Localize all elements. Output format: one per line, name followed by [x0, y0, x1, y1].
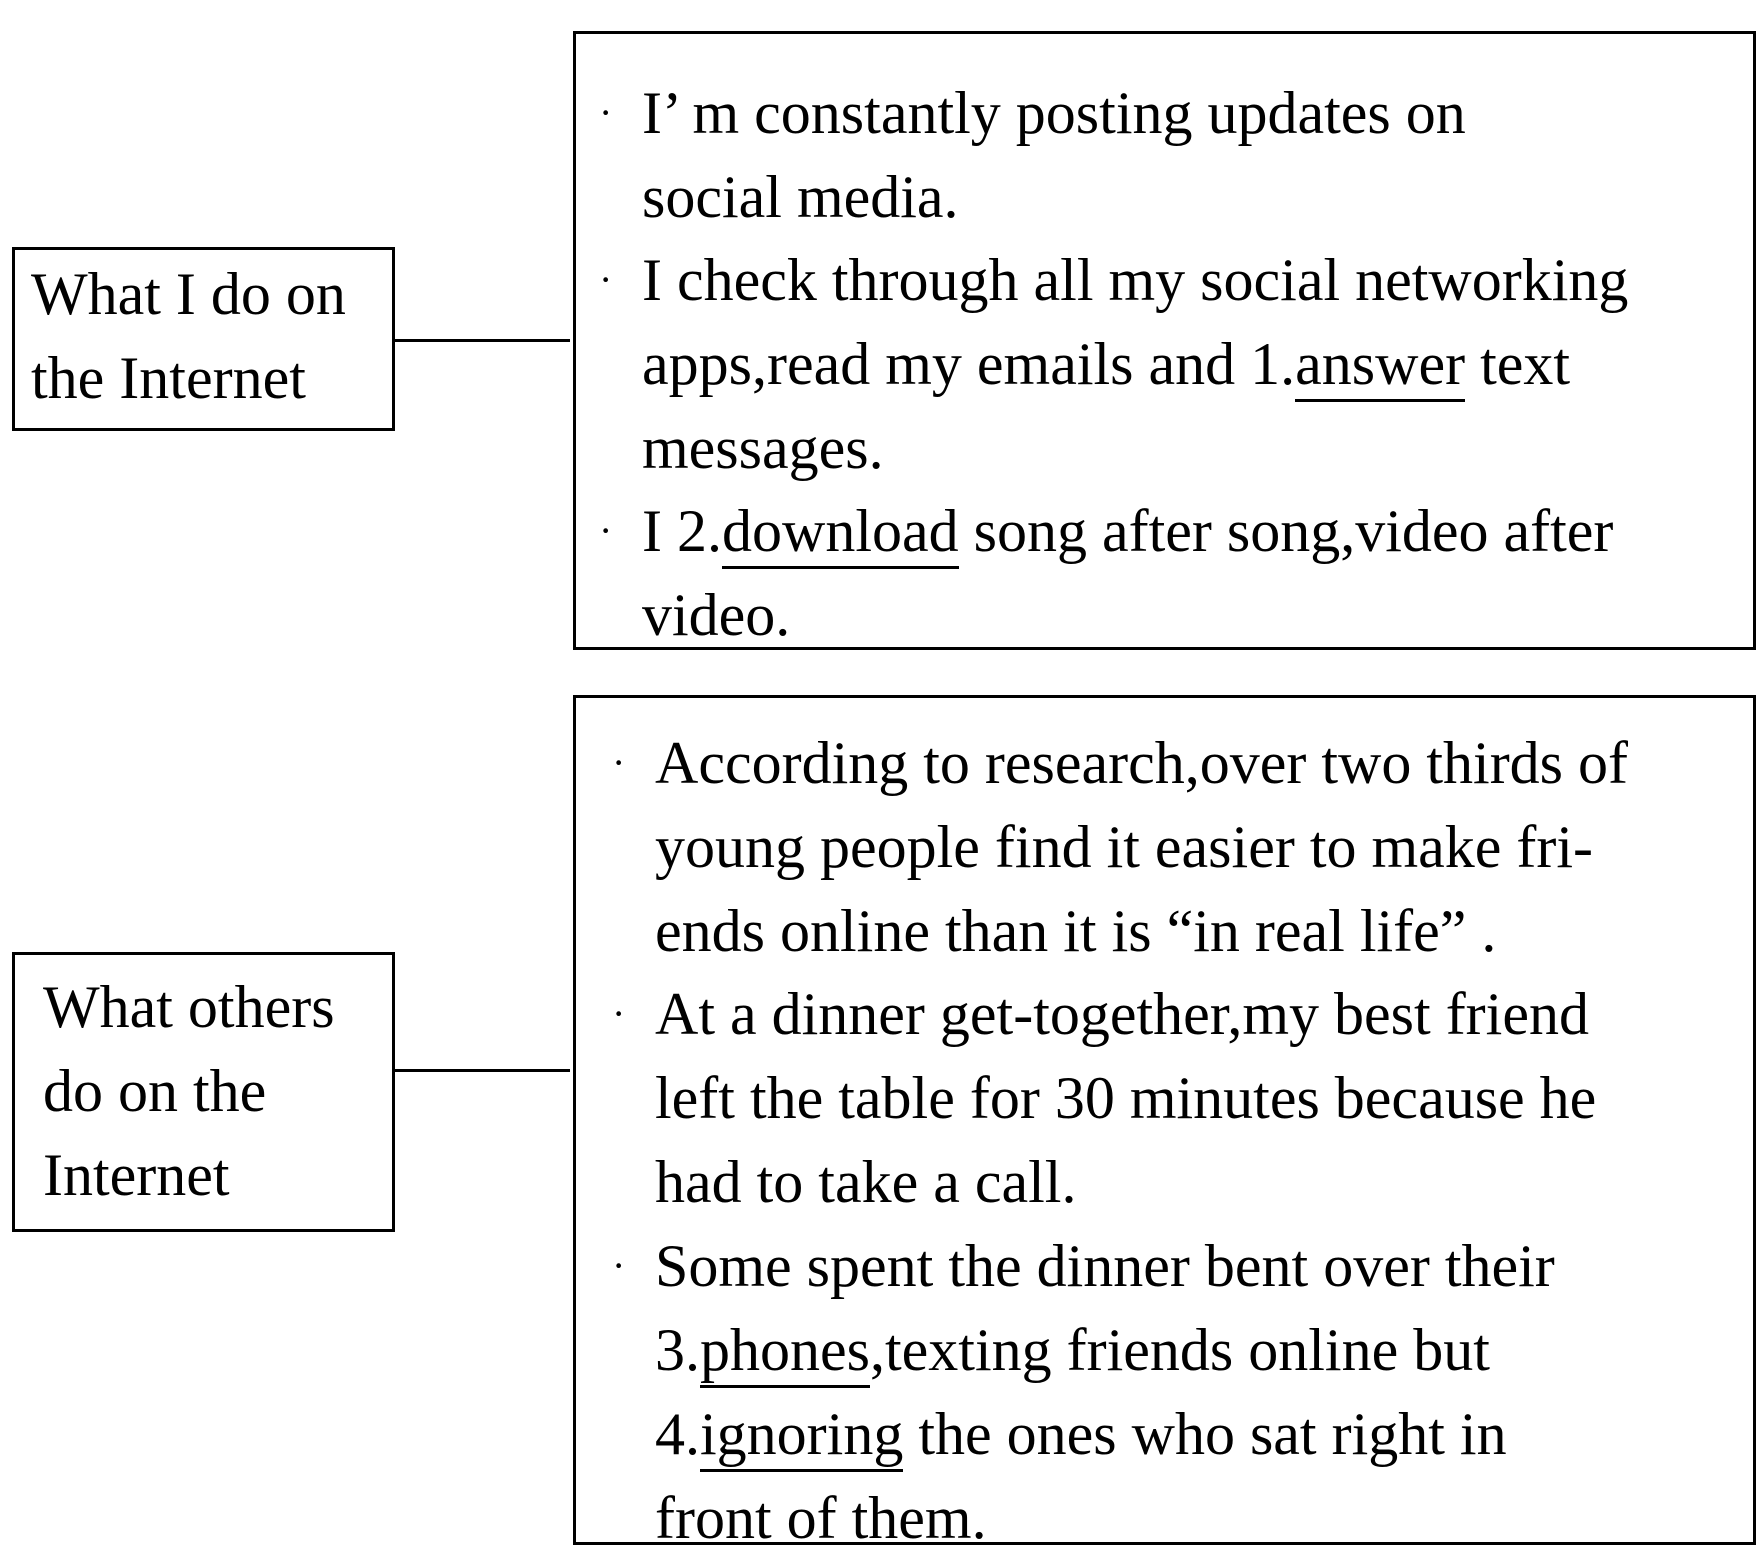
answer-blank: ignoring: [700, 1399, 904, 1472]
label-line: do on the: [43, 1058, 267, 1124]
connector-line: [395, 339, 570, 342]
answer-blank: download: [721, 496, 959, 569]
content-box-what-i-do: · I’ m constantly posting updates on soc…: [573, 31, 1756, 650]
text-line: messages.: [642, 415, 884, 481]
label-line: the Internet: [31, 345, 306, 411]
text-segment: text: [1465, 331, 1571, 397]
bullet-icon: ·: [599, 257, 613, 302]
text-segment: song after song,video after: [958, 498, 1614, 564]
text-segment: the ones who sat right in: [903, 1401, 1507, 1467]
content-box-what-others-do: · According to research,over two thirds …: [573, 695, 1756, 1551]
text-line: had to take a call.: [655, 1149, 1077, 1215]
text-segment: apps,read my emails and 1.: [642, 331, 1296, 397]
label-line: Internet: [43, 1142, 230, 1208]
text-segment: 4.: [655, 1401, 700, 1467]
text-line: social media.: [642, 164, 959, 230]
text-line: left the table for 30 minutes because he: [655, 1065, 1597, 1131]
text-line: I 2.download song after song,video after: [642, 489, 1613, 573]
label-line: What others: [43, 974, 335, 1040]
bullet-icon: ·: [599, 508, 613, 553]
connector-line: [395, 1069, 570, 1072]
text-line: According to research,over two thirds of: [655, 730, 1629, 796]
text-line: 4.ignoring the ones who sat right in: [655, 1392, 1507, 1476]
text-line: I’ m constantly posting updates on: [642, 80, 1466, 146]
answer-blank: answer: [1295, 329, 1466, 402]
text-line: video.: [642, 582, 791, 648]
text-line: apps,read my emails and 1.answer text: [642, 322, 1570, 406]
text-segment: 3.: [655, 1317, 700, 1383]
text-line: I check through all my social networking: [642, 247, 1629, 313]
bullet-icon: ·: [612, 1243, 626, 1288]
label-what-i-do: What I do on the Internet: [12, 247, 395, 431]
text-line: 3.phones,texting friends online but: [655, 1308, 1490, 1392]
answer-blank: phones: [700, 1315, 870, 1388]
bullet-icon: ·: [612, 991, 626, 1036]
bullet-icon: ·: [599, 90, 613, 135]
text-segment: ,texting friends online but: [869, 1317, 1490, 1383]
label-what-others-do: What others do on the Internet: [12, 952, 395, 1232]
text-line: young people find it easier to make fri-: [655, 814, 1594, 880]
text-line: front of them.: [655, 1485, 987, 1551]
text-line: Some spent the dinner bent over their: [655, 1233, 1555, 1299]
text-line: ends online than it is “in real life” .: [655, 898, 1497, 964]
label-line: What I do on: [31, 261, 346, 327]
bullet-icon: ·: [612, 740, 626, 785]
text-line: At a dinner get-together,my best friend: [655, 981, 1589, 1047]
text-segment: I 2.: [642, 498, 722, 564]
